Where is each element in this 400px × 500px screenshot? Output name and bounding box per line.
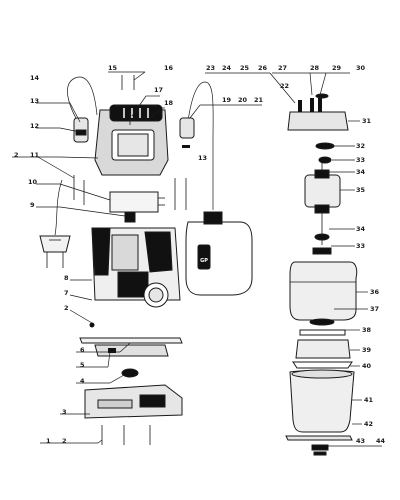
- part-label-14: 14: [30, 74, 40, 82]
- gasket-38: [299, 329, 346, 336]
- part-label-8: 8: [64, 274, 69, 282]
- oring-32: [315, 142, 335, 150]
- part-label-21: 21: [254, 96, 264, 104]
- part-label-44: 44: [376, 437, 386, 445]
- part-label-28: 28: [310, 64, 320, 72]
- float-switch-cable: [186, 81, 214, 210]
- part-label-24: 24: [222, 64, 232, 72]
- part-label-7: 7: [64, 289, 69, 297]
- part-label-38: 38: [362, 326, 372, 334]
- nut-43: [311, 444, 329, 451]
- motor-housing: [289, 370, 355, 433]
- part-label-42: 42: [364, 420, 373, 428]
- part-label-39: 39: [362, 346, 372, 354]
- part-label-31: 31: [362, 117, 372, 125]
- part-label-33b: 33: [356, 242, 365, 250]
- float-switch: [185, 221, 253, 296]
- part-label-6: 6: [80, 346, 85, 354]
- part-label-29: 29: [332, 64, 342, 72]
- part-label-4: 4: [80, 377, 85, 385]
- part-label-5: 5: [80, 361, 85, 369]
- part-label-33: 33: [356, 156, 365, 164]
- part-label-30: 30: [356, 64, 366, 72]
- part-label-27: 27: [278, 64, 287, 72]
- part-label-13b: 13: [198, 154, 207, 162]
- impeller-plate: [94, 344, 169, 357]
- part-label-19: 19: [222, 96, 232, 104]
- power-cord: [67, 76, 98, 129]
- part-label-22: 22: [280, 82, 289, 90]
- part-label-2c: 2: [64, 304, 69, 312]
- part-label-13: 13: [30, 97, 39, 105]
- part-label-18: 18: [164, 99, 174, 107]
- part-labels: 1 2 2 3 4 5 6 7 8 2 9 10 11 12 13 13 14 …: [14, 64, 386, 445]
- part-label-34b: 34: [356, 225, 366, 233]
- part-label-26: 26: [258, 64, 268, 72]
- part-label-1: 1: [46, 437, 51, 445]
- part-label-36: 36: [370, 288, 380, 296]
- bearing-lower: [314, 233, 330, 241]
- seal-ring: [79, 337, 183, 344]
- part-label-20: 20: [238, 96, 248, 104]
- part-label-34: 34: [356, 168, 366, 176]
- part-label-9: 9: [30, 201, 35, 209]
- part-label-3: 3: [62, 408, 67, 416]
- motor-cover: [295, 339, 351, 359]
- leader-lines: [12, 71, 382, 447]
- part-label-10: 10: [28, 178, 38, 186]
- part-label-37: 37: [370, 305, 379, 313]
- part-label-40: 40: [362, 362, 372, 370]
- stator: [289, 261, 358, 321]
- part-label-12: 12: [30, 122, 39, 130]
- part-label-11: 11: [30, 151, 40, 159]
- part-label-15: 15: [108, 64, 118, 72]
- oring-33: [318, 156, 332, 164]
- rotor: [304, 174, 341, 208]
- part-label-2b: 2: [14, 151, 19, 159]
- part-label-32: 32: [356, 142, 365, 150]
- part-label-17: 17: [154, 86, 163, 94]
- part-label-43: 43: [356, 437, 365, 445]
- power-cord-lower: [54, 179, 63, 236]
- plate-42: [285, 435, 353, 441]
- part-label-23: 23: [206, 64, 215, 72]
- mains-plug: [39, 235, 71, 253]
- terminal-block: [287, 111, 349, 131]
- part-label-16: 16: [164, 64, 174, 72]
- seal-37: [309, 318, 335, 326]
- part-label-41: 41: [364, 396, 374, 404]
- part-label-25: 25: [240, 64, 250, 72]
- cover-grip: [109, 104, 163, 122]
- pump-base: [84, 384, 183, 419]
- float-switch-logo: GP: [200, 258, 208, 264]
- capacitor: [109, 191, 159, 213]
- part-label-2: 2: [62, 437, 67, 445]
- impeller-nut: [121, 368, 139, 378]
- part-label-35: 35: [356, 186, 366, 194]
- ring-40: [292, 361, 353, 369]
- switch-block: [124, 211, 136, 223]
